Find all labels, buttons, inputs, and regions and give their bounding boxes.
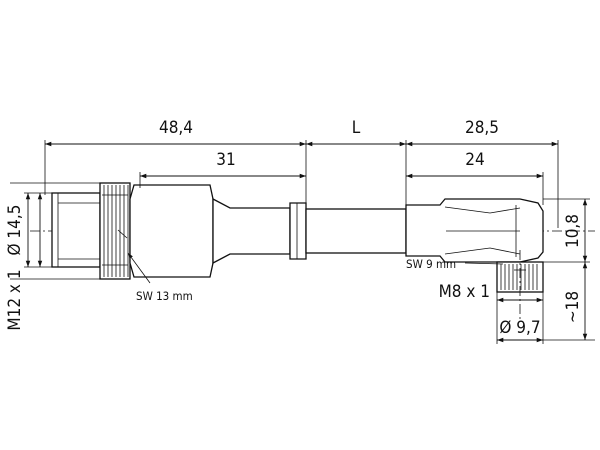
- m8-angled-connector: [405, 198, 544, 322]
- sw9-label: SW 9 mm: [406, 257, 456, 271]
- dim-m8-label: M8 x 1: [439, 282, 490, 302]
- dim-18-label: ~18: [563, 291, 583, 323]
- sw13-leader: [127, 252, 151, 284]
- m12-thread-body: [51, 192, 101, 268]
- connector-body: [129, 184, 214, 278]
- dim-48-4-label: 48,4: [159, 118, 193, 138]
- m12-connector: [30, 182, 595, 280]
- knurled-nut-sw13: [99, 182, 131, 280]
- dim-L-label: L: [352, 118, 361, 138]
- cable: [305, 208, 407, 254]
- dim-28-5-label: 28,5: [465, 118, 499, 138]
- dim-9-7-label: Ø 9,7: [499, 318, 540, 338]
- dim-31-label: 31: [216, 150, 235, 170]
- cable-jacket: [305, 208, 407, 254]
- dim-m12-label: M12 x 1: [5, 269, 25, 330]
- dim-10-8-label: 10,8: [563, 214, 583, 248]
- strain-relief: [212, 197, 291, 265]
- dim-24-label: 24: [465, 150, 484, 170]
- angled-body: [405, 198, 544, 263]
- dim-14-5-label: Ø 14,5: [5, 205, 25, 256]
- dimension-labels: 48,4 L 28,5 31 24 Ø 14,5 M12 x 1 10,8 ~1…: [5, 118, 583, 338]
- sw13-label: SW 13 mm: [136, 289, 193, 303]
- dimension-lines: [10, 140, 595, 344]
